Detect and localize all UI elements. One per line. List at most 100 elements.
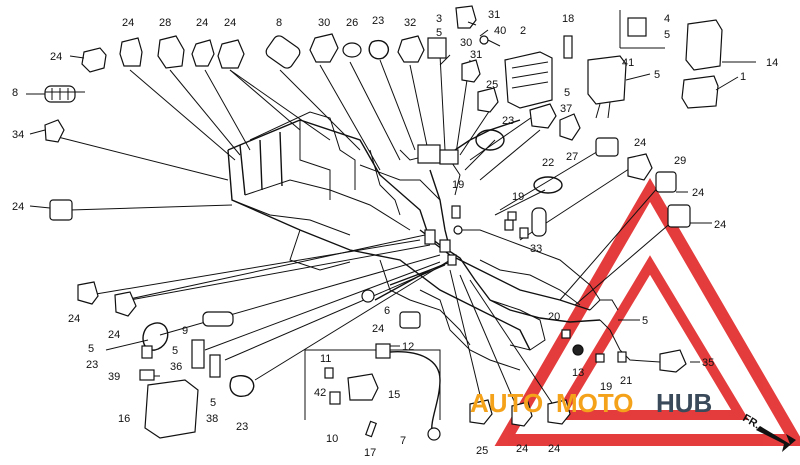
band-23-right — [475, 129, 505, 151]
callout-28: 28 — [159, 17, 171, 29]
clip-30 — [309, 33, 339, 63]
callout-7: 7 — [400, 435, 406, 447]
callout-23: 23 — [86, 359, 98, 371]
cap-37 — [529, 103, 557, 129]
callout-24: 24 — [108, 329, 120, 341]
clip-24-right3 — [667, 204, 691, 228]
callout-19: 19 — [600, 381, 612, 393]
callout-5: 5 — [664, 29, 670, 41]
clip-25a — [477, 87, 499, 113]
callout-leaders — [26, 21, 756, 377]
callout-13: 13 — [572, 367, 584, 379]
part-6 — [361, 289, 375, 303]
bottom-parts — [304, 205, 687, 441]
callout-31: 31 — [488, 9, 500, 21]
bolt-19b — [507, 211, 517, 221]
callout-8: 8 — [276, 17, 282, 29]
clip-38 — [209, 354, 221, 378]
screw-11 — [324, 367, 334, 379]
callout-24: 24 — [634, 137, 646, 149]
callout-24: 24 — [548, 443, 560, 455]
callout-32: 32 — [404, 17, 416, 29]
clip-24-right1 — [595, 137, 619, 157]
bolt-40 — [479, 35, 489, 45]
callout-numbers: 24 28 24 24 8 30 26 23 32 3 5 31 40 30 3… — [12, 9, 778, 459]
callout-18: 18 — [562, 13, 574, 25]
clip-24c — [191, 39, 215, 67]
frame-drawing — [49, 54, 681, 416]
bolt-39 — [139, 369, 155, 381]
clip-24a — [81, 47, 107, 73]
callout-4: 4 — [664, 13, 670, 25]
module-2 — [504, 51, 553, 109]
callout-24: 24 — [196, 17, 208, 29]
callout-34: 34 — [12, 129, 24, 141]
callout-24: 24 — [224, 17, 236, 29]
clip-31a — [455, 5, 477, 29]
clip-29 — [627, 153, 653, 181]
callout-24: 24 — [12, 201, 24, 213]
bolt-19a — [451, 205, 461, 219]
callout-33: 33 — [530, 243, 542, 255]
callout-19: 19 — [512, 191, 524, 203]
callout-30: 30 — [460, 37, 472, 49]
bolt-20 — [561, 329, 571, 339]
clip-25b — [469, 399, 493, 425]
callout-5: 5 — [642, 315, 648, 327]
callout-19: 19 — [452, 179, 464, 191]
callout-14: 14 — [766, 57, 778, 69]
callout-31: 31 — [470, 49, 482, 61]
clip-24-left — [49, 199, 73, 221]
clip-24-bottom2 — [547, 399, 571, 425]
callout-24: 24 — [68, 313, 80, 325]
clip-31b — [461, 59, 481, 83]
band-23-top — [368, 39, 389, 60]
callout-39: 39 — [108, 371, 120, 383]
callout-23: 23 — [502, 115, 514, 127]
bolt-19c — [595, 353, 605, 363]
callout-15: 15 — [388, 389, 400, 401]
callout-29: 29 — [674, 155, 686, 167]
watermark-triangle-outer — [494, 178, 800, 446]
callout-1: 1 — [740, 71, 746, 83]
relay-3 — [427, 37, 447, 59]
fuse-17 — [365, 420, 377, 438]
clip-24d — [217, 39, 245, 69]
callout-24: 24 — [714, 219, 726, 231]
callout-36: 36 — [170, 361, 182, 373]
callout-37: 37 — [560, 103, 572, 115]
relay-4 — [627, 17, 647, 37]
clip-28 — [157, 35, 185, 69]
callout-5: 5 — [564, 87, 570, 99]
watermark-auto: AUTO — [470, 388, 543, 418]
clip-24-right2 — [655, 171, 677, 193]
callout-11: 11 — [320, 353, 331, 365]
callout-3: 3 — [436, 13, 442, 25]
callout-25: 25 — [486, 79, 498, 91]
callout-24: 24 — [372, 323, 384, 335]
callout-12: 12 — [402, 341, 414, 353]
watermark-logo — [494, 178, 800, 446]
callout-9: 9 — [182, 325, 188, 337]
grommet-26 — [342, 42, 362, 58]
watermark-moto: MOTO — [556, 388, 634, 418]
callout-21: 21 — [620, 375, 632, 387]
callout-24: 24 — [50, 51, 62, 63]
callout-20: 20 — [548, 311, 560, 323]
watermark-hub: HUB — [656, 388, 712, 418]
callout-40: 40 — [494, 25, 506, 37]
callout-27: 27 — [566, 151, 578, 163]
terminal-12 — [375, 343, 391, 359]
callout-5: 5 — [654, 69, 660, 81]
clip-24-bottom1 — [511, 401, 533, 427]
left-parts — [44, 35, 421, 439]
cable-7 — [389, 351, 441, 433]
box-1 — [681, 75, 719, 109]
callout-16: 16 — [118, 413, 130, 425]
sleeve-8a — [265, 35, 301, 69]
band-23 — [142, 322, 169, 351]
callout-24: 24 — [122, 17, 134, 29]
watermark-triangle-inner — [551, 255, 749, 420]
callout-2: 2 — [520, 25, 526, 37]
